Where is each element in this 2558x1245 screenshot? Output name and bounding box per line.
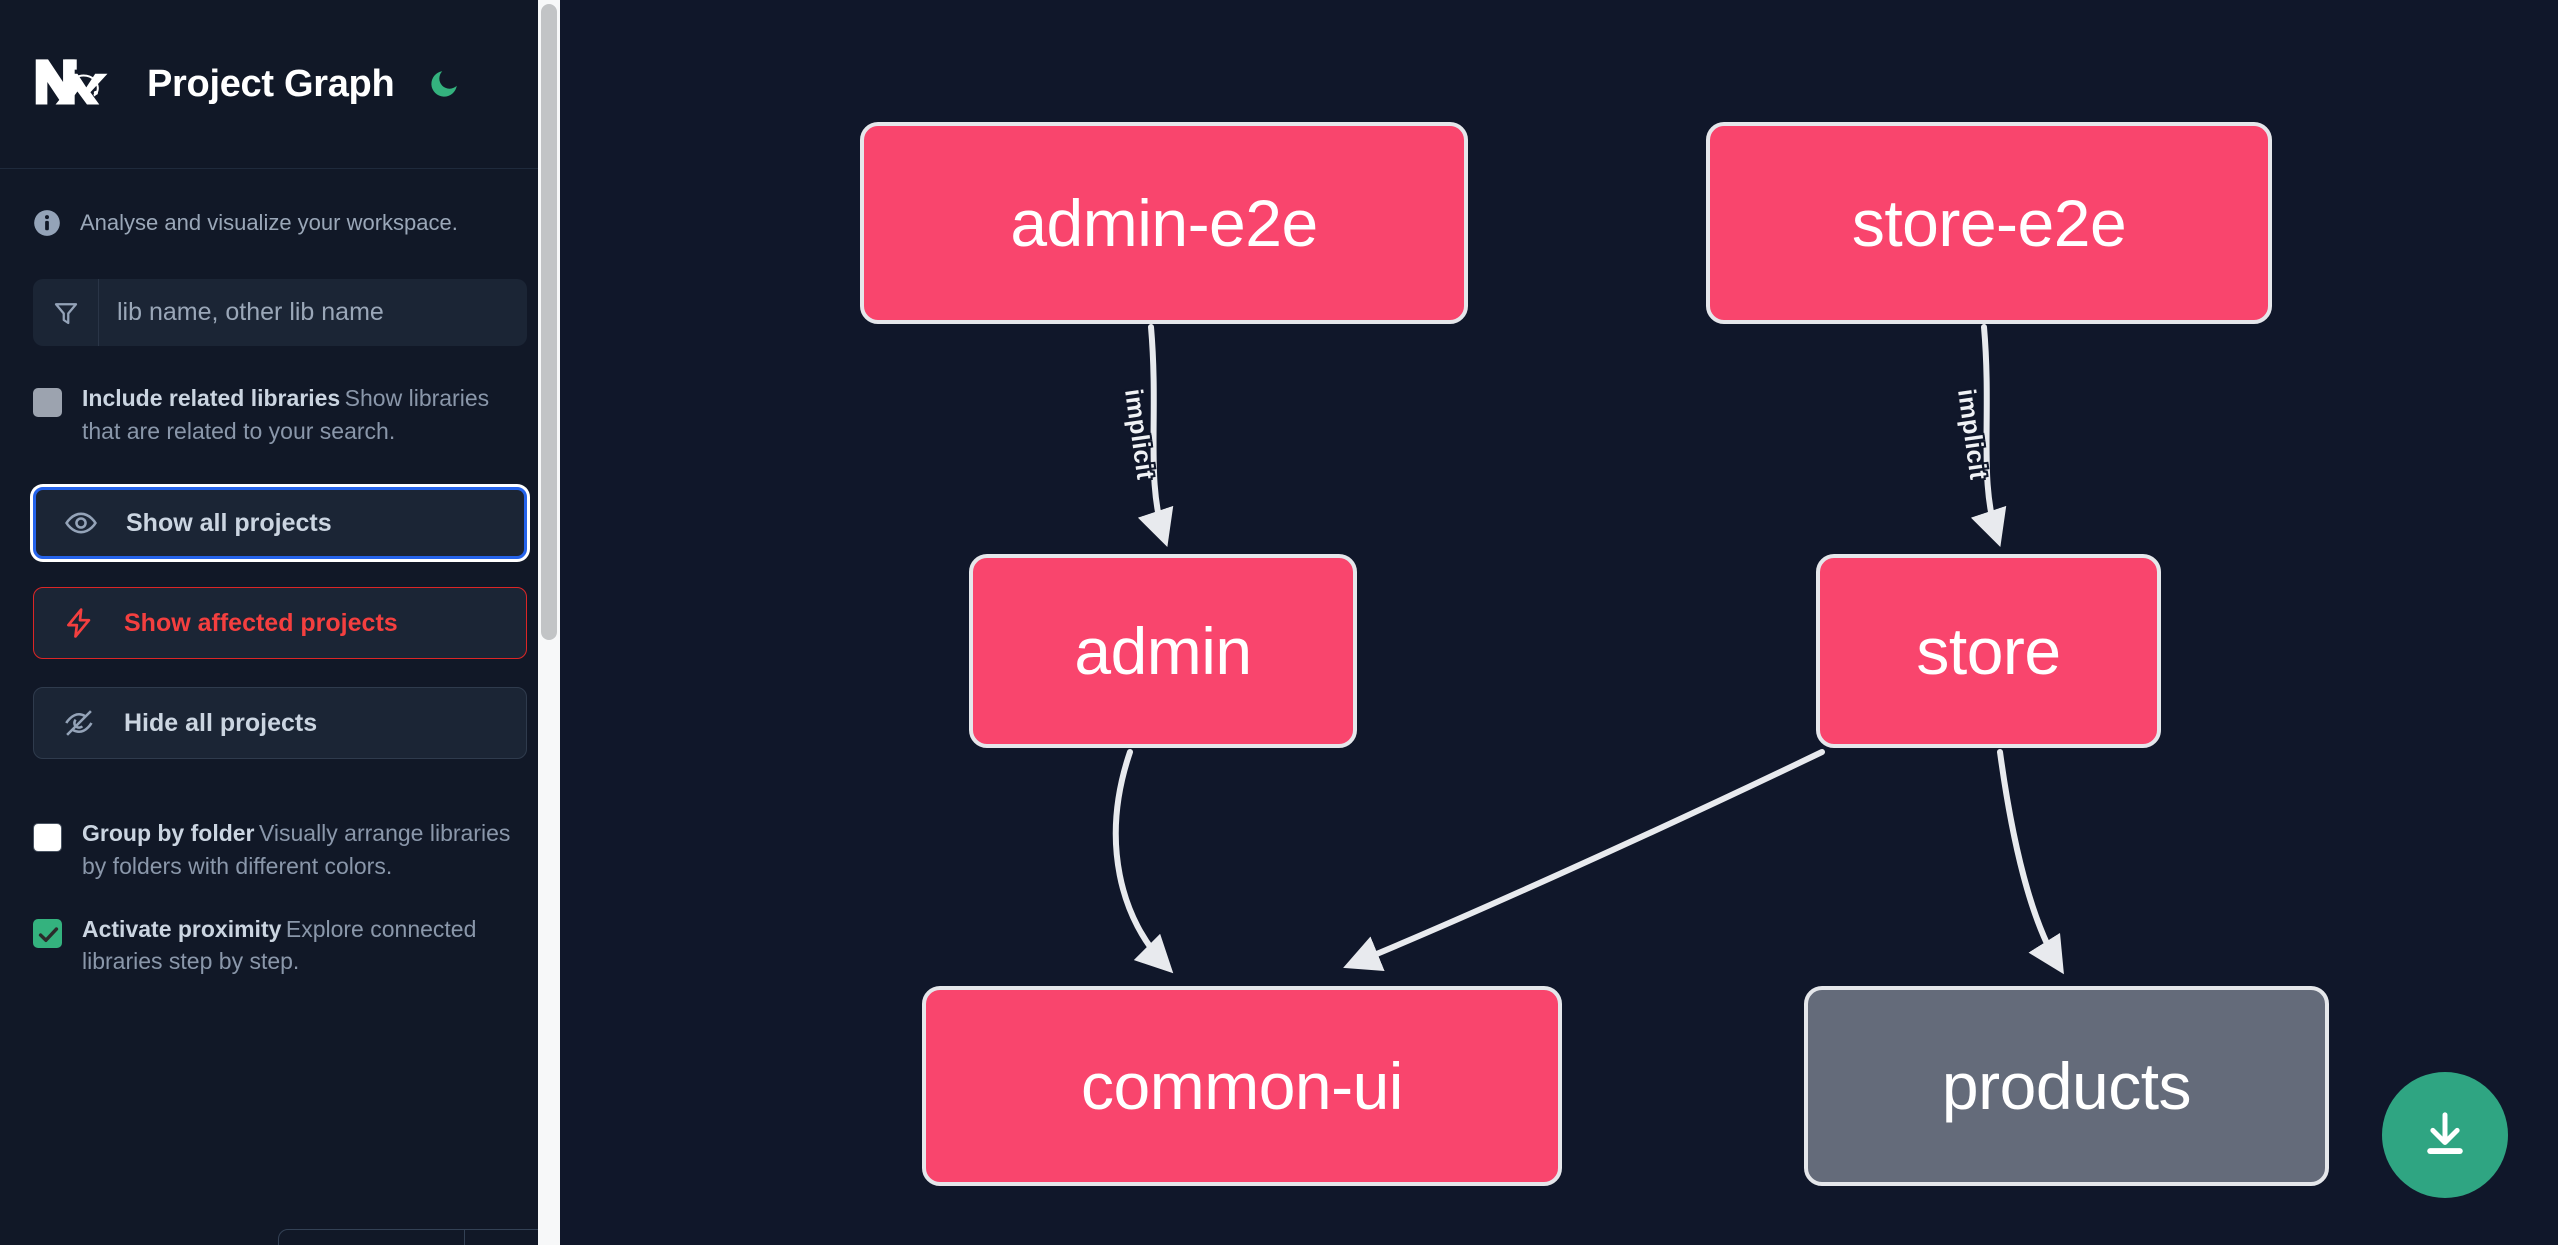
option-include-related-libraries[interactable]: Include related libraries Show libraries…	[0, 346, 560, 447]
group-by-folder-checkbox[interactable]	[33, 823, 62, 853]
activate-proximity-checkbox[interactable]	[33, 918, 62, 948]
edge-admin-e2e-to-admin	[1137, 324, 1174, 548]
node-label: products	[1941, 1049, 2192, 1123]
button-label: Show all projects	[126, 508, 332, 537]
page-title: Project Graph	[147, 62, 395, 105]
download-icon	[2418, 1107, 2472, 1164]
node-label: store-e2e	[1851, 186, 2127, 260]
moon-icon[interactable]	[422, 62, 466, 106]
segment-1[interactable]	[279, 1230, 466, 1245]
node-label: common-ui	[1081, 1049, 1403, 1123]
graph-node-admin[interactable]: admin	[969, 554, 1357, 748]
option-label: Include related libraries	[82, 385, 341, 411]
option-group-by-folder[interactable]: Group by folder Visually arrange librari…	[0, 787, 560, 882]
eye-icon	[64, 506, 104, 540]
graph-action-buttons: Show all projects Show affected projects	[0, 447, 560, 760]
option-description: Visually arrange libraries by folders wi…	[82, 820, 511, 879]
show-all-projects-button[interactable]: Show all projects	[33, 487, 527, 560]
info-circle-icon	[33, 209, 61, 237]
graph-node-store-e2e[interactable]: store-e2e	[1706, 122, 2272, 324]
graph-canvas[interactable]: admin-e2e store-e2e admin store common-u…	[560, 0, 2558, 1245]
button-label: Hide all projects	[124, 708, 318, 737]
graph-node-products[interactable]: products	[1804, 986, 2329, 1186]
option-label: Group by folder	[82, 820, 255, 847]
button-label: Show affected projects	[124, 608, 398, 637]
option-description: Show libraries that are related to your …	[82, 385, 490, 444]
nx-logo-icon	[33, 55, 115, 113]
eye-off-icon	[62, 706, 102, 740]
search-box[interactable]	[33, 279, 527, 346]
filter-funnel-icon	[33, 279, 99, 346]
option-activate-proximity[interactable]: Activate proximity Explore connected lib…	[0, 883, 560, 978]
graph-edges	[1112, 324, 2064, 975]
show-affected-projects-button[interactable]: Show affected projects	[33, 587, 527, 660]
sidebar: Project Graph Analyse and visualize your…	[0, 0, 560, 1245]
hide-all-projects-button[interactable]: Hide all projects	[33, 687, 527, 760]
node-label: admin	[1074, 614, 1252, 688]
graph-node-common-ui[interactable]: common-ui	[922, 986, 1562, 1186]
workspace-info-text: Analyse and visualize your workspace.	[80, 210, 458, 235]
include-related-libraries-checkbox[interactable]	[33, 388, 62, 417]
lightning-bolt-icon	[62, 606, 102, 640]
sidebar-scrollbar-track[interactable]	[538, 0, 560, 1245]
graph-node-store[interactable]: store	[1816, 554, 2161, 748]
edge-store-e2e-to-store	[1970, 324, 2007, 548]
sidebar-header: Project Graph	[0, 0, 560, 169]
edge-store-to-products	[1997, 749, 2064, 975]
workspace-info: Analyse and visualize your workspace.	[0, 169, 560, 245]
sidebar-scrollbar-thumb[interactable]	[541, 4, 557, 640]
graph-node-admin-e2e[interactable]: admin-e2e	[860, 122, 1468, 324]
edge-admin-to-common-ui	[1112, 749, 1174, 974]
edge-store-to-common-ui	[1343, 749, 1825, 971]
option-label: Activate proximity	[82, 915, 282, 942]
node-label: store	[1916, 614, 2061, 688]
search-section	[0, 245, 560, 346]
segmented-control[interactable]	[278, 1229, 560, 1245]
option-description: Explore connected libraries step by step…	[82, 915, 477, 975]
node-label: admin-e2e	[1010, 186, 1318, 260]
download-graph-button[interactable]	[2382, 1072, 2508, 1198]
search-input[interactable]	[99, 279, 527, 346]
